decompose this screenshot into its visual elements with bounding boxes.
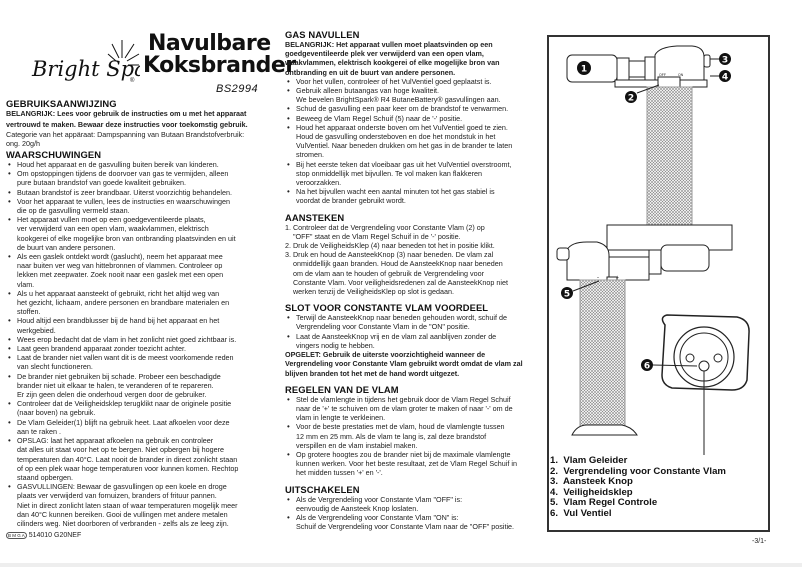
switch-on-label: ON	[678, 73, 684, 77]
list-item: Butaan brandstof is zeer brandbaar. Uite…	[6, 188, 278, 197]
list-item: Wees erop bedacht dat de vlam in het zon…	[6, 335, 278, 344]
flame-lock-heading: SLOT VOOR CONSTANTE VLAM VOORDEEL	[285, 302, 489, 314]
switch-off-list: Als de Vergrendeling voor Constante Vlam…	[285, 495, 540, 532]
page-number: -3/1-	[752, 538, 767, 545]
list-item: Terwijl de AansteekKnop naar beneden geh…	[285, 313, 540, 331]
mesh-grip	[646, 86, 693, 228]
switch-off-heading: UITSCHAKELEN	[285, 483, 360, 495]
slider-plus-label: +	[616, 275, 619, 281]
warnings-list: Houd het apparaat en de gasvulling buite…	[6, 160, 278, 528]
legend-item: 3. Aansteek Knop	[550, 476, 633, 487]
legend-item: 1. Vlam Geleider	[550, 455, 628, 466]
list-item: De Vlam Geleider(1) blijft na gebruik he…	[6, 418, 278, 436]
list-item: Bij het eerste teken dat vloeibaar gas u…	[285, 160, 540, 188]
brightspark-logo-icon: Bright Spark ®	[31, 40, 169, 84]
list-item: Laat de brander niet vallen want dit is …	[6, 353, 278, 371]
callout-5: 5	[564, 290, 570, 300]
category-note: Categorie van het appäraat: Dampspanning…	[6, 130, 245, 148]
list-item: Als de Vergrendeling voor Constante Vlam…	[285, 513, 540, 531]
callout-6: 6	[644, 362, 650, 372]
list-item: Gebruik alleen butaangas van hoge kwalit…	[285, 86, 540, 104]
list-item: Als u het apparaat aansteekt of gebruikt…	[6, 289, 278, 317]
left-column: GEBRUIKSAANWIJZING BELANGRIJK: Lees voor…	[6, 98, 278, 540]
footer-code-row: B M G A 514010 G20NEF	[6, 531, 278, 540]
legend-item: 2. Vergrendeling voor Constante Vlam	[550, 465, 726, 477]
list-item: Op grotere hoogtes zou de brander niet b…	[285, 450, 540, 478]
middle-column: GAS NAVULLEN BELANGRIJK: Het apparaat vu…	[285, 29, 540, 531]
product-title-line1: Navulbare	[148, 31, 271, 56]
list-item: Houd het apparaat onderste boven om het …	[285, 123, 540, 160]
gas-important-note: BELANGRIJK: Het apparaat vullen moet pla…	[285, 40, 500, 77]
parts-legend: 1. Vlam Geleider 2. Vergrendeling voor C…	[550, 455, 726, 519]
legend-item: 5. Vlam Regel Controle	[550, 497, 658, 508]
list-item: Om opstoppingen tijdens de doorvoer van …	[6, 169, 278, 187]
list-item: Voor het vullen, controleer of het VulVe…	[285, 77, 540, 86]
step-item: 1. Controleer dat de Vergrendeling voor …	[285, 222, 485, 241]
flame-guide-nozzle	[566, 54, 618, 83]
list-item: Laat geen brandend apparaat zonder toezi…	[6, 344, 278, 353]
svg-text:Bright Spark: Bright Spark	[31, 57, 140, 81]
list-item: Als een gaslek ontdekt wordt (gaslucht),…	[6, 252, 278, 289]
callout-1: 1	[581, 65, 587, 75]
step-item: 3. Druk en houd de AansteekKnop (3) naar…	[285, 250, 508, 297]
step-item: 2. Druk de VeiligheidsKlep (4) naar bene…	[285, 241, 495, 251]
list-item: Na het bijvullen wacht een aantal minute…	[285, 187, 540, 205]
gas-refill-heading: GAS NAVULLEN	[285, 29, 360, 40]
caution-note: OPGELET: Gebruik de uiterste voorzichtig…	[285, 350, 523, 378]
page-edge	[0, 563, 802, 567]
callout-3: 3	[722, 56, 728, 66]
list-item: De brander niet gebruiken bij schade. Pr…	[6, 372, 278, 400]
torch-diagram: OFF ON - + 1 2 3 4 5 6	[556, 45, 750, 455]
list-item: Houd altijd een brandblusser bij de hand…	[6, 316, 278, 334]
legend-item: 6. Vul Ventiel	[550, 507, 612, 519]
list-item: Voor de beste prestaties met de vlam, ho…	[285, 422, 540, 450]
list-item: Het apparaat vullen moet op een goedgeve…	[6, 215, 278, 252]
callout-4: 4	[722, 73, 728, 83]
callout-lines	[572, 58, 719, 292]
callout-markers: 1 2 3 4 5 6	[561, 53, 731, 372]
lighting-steps: 1. Controleer dat de Vergrendeling voor …	[285, 223, 540, 297]
product-code: 514010 G20NEF	[28, 532, 82, 540]
lighting-heading: AANSTEKEN	[285, 211, 345, 223]
list-item: GASVULLINGEN: Bewaar de gasvullingen op …	[6, 482, 278, 528]
certification-marks: B M G A	[6, 532, 27, 540]
torch-top-view	[566, 45, 733, 251]
callout-2: 2	[628, 94, 634, 104]
diagram-box	[547, 35, 770, 532]
list-item: Schud de gasvulling een paar keer om de …	[285, 104, 540, 113]
product-title-line2: Koksbrander	[143, 53, 296, 78]
list-item: Voor het apparaat te vullen, lees de ins…	[6, 197, 278, 215]
flame-adjust-heading: REGELEN VAN DE VLAM	[285, 383, 399, 395]
list-item: Beweeg de Vlam Regel Schuif (5) naar de …	[285, 114, 540, 123]
list-item: Stel de vlamlengte in tijdens het gebrui…	[285, 395, 540, 423]
warnings-heading: WAARSCHUWINGEN	[6, 149, 102, 160]
list-item: Controleer dat de Veiligheidsklep terugk…	[6, 399, 278, 417]
brand-logo: Bright Spark ®	[30, 38, 169, 91]
slider-minus-label: -	[597, 275, 599, 281]
important-note: BELANGRIJK: Lees voor gebruik de instruc…	[6, 109, 248, 129]
fill-valve-view	[652, 314, 750, 455]
flame-adjust-list: Stel de vlamlengte in tijdens het gebrui…	[285, 395, 540, 478]
flame-lock-list: Terwijl de AansteekKnop naar beneden geh…	[285, 313, 540, 350]
list-item: Laat de AansteekKnop vrij en de vlam zal…	[285, 332, 540, 350]
list-item: OPSLAG: laat het apparaat afkoelen na ge…	[6, 436, 278, 482]
svg-text:®: ®	[130, 77, 135, 84]
model-number: BS2994	[216, 83, 259, 95]
torch-side-view	[556, 241, 710, 436]
list-item: Als de Vergrendeling voor Constante Vlam…	[285, 495, 540, 513]
switch-off-label: OFF	[659, 73, 666, 77]
legend-item: 4. Veiligheidsklep	[550, 486, 633, 498]
instructions-heading: GEBRUIKSAANWIJZING	[6, 98, 117, 109]
list-item: Houd het apparaat en de gasvulling buite…	[6, 160, 278, 169]
gas-refill-list: Voor het vullen, controleer of het VulVe…	[285, 77, 540, 206]
